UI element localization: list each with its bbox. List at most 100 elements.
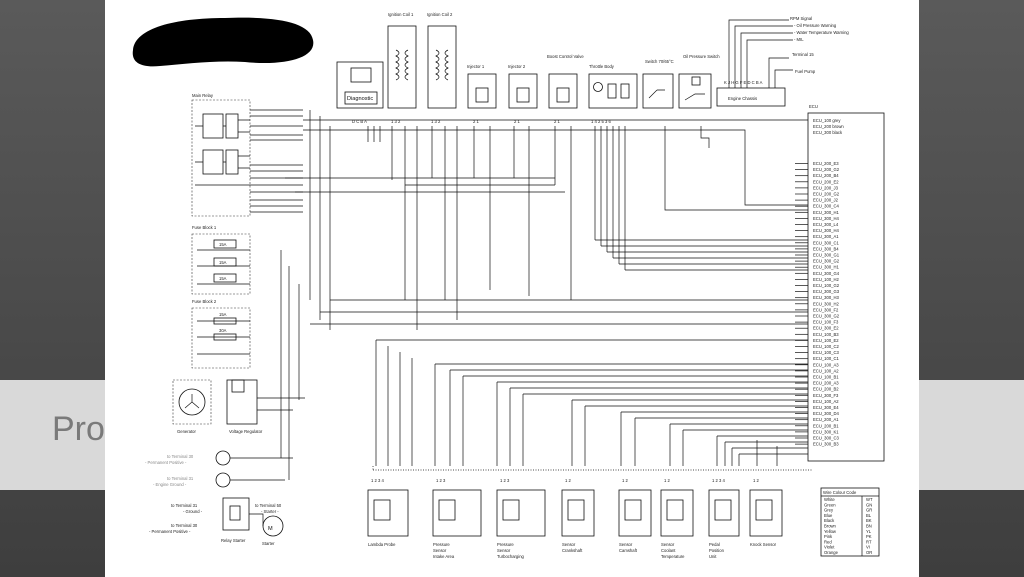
injector2-pins: 2 1 (514, 119, 520, 124)
ecu-pin: ECU_100_H2 (813, 277, 840, 282)
sensor-pins: 1 2 (664, 478, 670, 483)
main-relay-block: Main Relay (191, 93, 251, 217)
rpm-signal: RPM Signal (790, 16, 812, 21)
ecu-pin: ECU_100_B1 (813, 375, 839, 380)
term31-ground-2: - Ground - (183, 509, 203, 514)
fuse2-a: 15A (219, 312, 227, 317)
ignition-coil-1: Ignition Coil 1 1 3 2 (387, 12, 417, 124)
voltage-regulator: Voltage Regulator (226, 379, 263, 434)
injector-2: Injector 2 2 1 (508, 64, 538, 124)
mil-signal: - MIL (794, 37, 804, 42)
sensor-label: Position (709, 548, 725, 553)
ecu-pin: ECU_300_L4 (813, 222, 839, 227)
generator-label: Generator (177, 429, 196, 434)
generator: Generator (172, 379, 212, 434)
fuse1-c: 15A (219, 276, 227, 281)
ecu-pin: ECU_200_J2 (813, 198, 839, 203)
ecu-pin: ECU_300_B3 (813, 442, 839, 447)
wire-colour-name: Pink (824, 534, 833, 539)
ecu-block: ECU ECU_100 grey ECU_200 brown ECU_300 b… (795, 104, 885, 462)
fuse2-b: 30A (219, 328, 227, 333)
ecu-pin: ECU_300_C4 (813, 204, 840, 209)
ecu-legend-3: ECU_300 black (813, 130, 843, 135)
sensor-label: Sensor (497, 548, 511, 553)
wiring-diagram: Diagnostic D C B A Ignition Coil 1 1 3 2… (132, 12, 885, 559)
term30-perm-2: - Permanent Positive - (145, 460, 187, 465)
ecu-pin: ECU_100_C1 (813, 356, 840, 361)
throttle-pins: 1 4 2 5 3 6 (591, 119, 611, 124)
ecu-pin: ECU_100_G2 (813, 283, 840, 288)
ecu-pin: ECU_300_H3 (813, 295, 840, 300)
bus-wires (250, 109, 813, 480)
chassis-label: Engine Chassis (728, 96, 757, 101)
wire-colour-name: Brown (824, 524, 837, 529)
coil1-label: Ignition Coil 1 (388, 12, 414, 17)
sensor-label: Knock Sensor (750, 542, 777, 547)
background-left (0, 0, 105, 577)
ecu-pin: ECU_200_E2 (813, 179, 839, 184)
ecu-pin: ECU_100_B3 (813, 332, 839, 337)
ecu-pin: ECU_300_H4 (813, 216, 840, 221)
ecu-pin: ECU_300_C1 (813, 240, 840, 245)
water-temp-warning: - Water Temperature Warning (794, 30, 849, 35)
sensor-pins: 1 2 (753, 478, 759, 483)
sensor-pins: 1 2 3 (500, 478, 510, 483)
ecu-pin: ECU_200_E3 (813, 161, 839, 166)
wiring-diagram-sheet: Diagnostic D C B A Ignition Coil 1 1 3 2… (105, 0, 919, 577)
fuse1-b: 15A (219, 260, 227, 265)
ecu-pin: ECU_200_G2 (813, 192, 840, 197)
oil-pressure-warning: - Oil Pressure Warning (794, 23, 837, 28)
wire-colour-code: OR (866, 550, 872, 555)
sensor-label: Coolant (661, 548, 676, 553)
voltage-regulator-label: Voltage Regulator (229, 429, 263, 434)
diagnostic-label: Diagnostic (347, 96, 373, 102)
starter-label: Starter (262, 541, 275, 546)
ecu-title: ECU (809, 104, 818, 109)
ecu-pin: ECU_100_A3 (813, 362, 839, 367)
wire-colour-name: Green (824, 502, 836, 507)
fuse-block1-label: Fuse Block 1 (192, 225, 217, 230)
fuse-block2-label: Fuse Block 2 (192, 299, 217, 304)
wire-colour-name: Yellow (824, 529, 837, 534)
ecu-pin: ECU_200_G2 (813, 167, 840, 172)
term30-perm-1: to Terminal 30 (167, 454, 194, 459)
diagnostic-pins: D C B A (352, 119, 367, 124)
sensor-label: Crankshaft (562, 548, 583, 553)
injector2-label: Injector 2 (508, 64, 526, 69)
ecu-pin: ECU_100_C2 (813, 344, 840, 349)
injector1-pins: 2 1 (473, 119, 479, 124)
sensor-label: Turbocharging (497, 554, 525, 559)
ecu-pin: ECU_300_D4 (813, 411, 840, 416)
fuse-block-2: Fuse Block 2 15A 30A (191, 299, 251, 369)
ecu-pin: ECU_300_H1 (813, 210, 840, 215)
relay-starter: to Terminal 31 - Ground - to Terminal 30… (149, 497, 284, 546)
wire-colour-name: Violet (824, 545, 835, 550)
ecu-pin: ECU_300_E4 (813, 405, 839, 410)
wire-colour-code: YL (866, 529, 872, 534)
sensor-label: Pedal (709, 542, 720, 547)
sensor-pins: 1 2 3 4 (371, 478, 384, 483)
wire-colour-name: Black (824, 518, 835, 523)
sensor-label: Intake Area (433, 554, 455, 559)
wire-colour-code: WT (866, 497, 873, 502)
ecu-pin: ECU_100_C3 (813, 350, 840, 355)
coil2-pins: 1 3 2 (431, 119, 441, 124)
boost-control-valve: Boost Control Valve 2 1 (547, 54, 584, 124)
sensor-label: Sensor (661, 542, 675, 547)
ecu-pin: ECU_300_H4 (813, 228, 840, 233)
terminal-15: Terminal 15 (792, 52, 814, 57)
fuse-block-1: Fuse Block 1 15A 15A 15A (191, 225, 251, 295)
svg-text:M: M (268, 526, 273, 532)
wire-colour-name: Orange (824, 550, 839, 555)
wire-colour-code: RT (866, 539, 872, 544)
ecu-pin: ECU_300_F2 (813, 307, 839, 312)
ecu-pin: ECU_300_G4 (813, 271, 840, 276)
ecu-pin: ECU_200_B4 (813, 173, 839, 178)
ecu-pin: ECU_300_F3 (813, 393, 839, 398)
chassis-pins: K J H G F E D C B A (724, 80, 763, 85)
wire-colour-code: BL (866, 513, 872, 518)
